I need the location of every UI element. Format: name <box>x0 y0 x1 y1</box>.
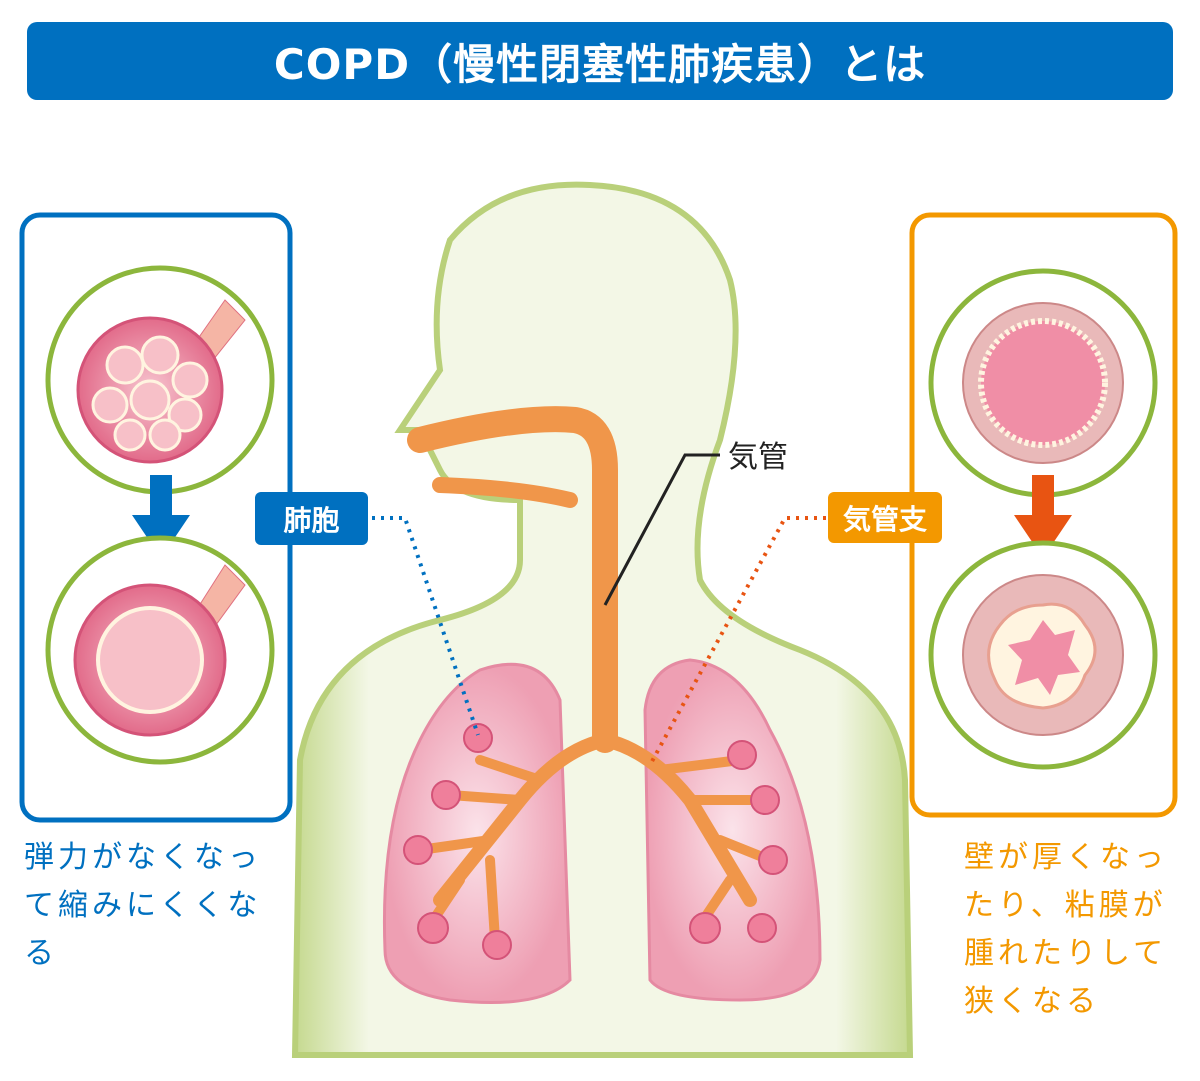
right-lung <box>643 658 822 1002</box>
caption-line: 狭くなる <box>964 984 1100 1019</box>
alveoli-caption: 弾力がなくなっ て縮みにくくな る <box>24 834 262 978</box>
caption-line: 弾力がなくなっ <box>24 840 262 875</box>
healthy-alveoli-icon <box>76 299 246 464</box>
down-arrow-icon <box>1014 475 1072 558</box>
caption-line: る <box>24 936 58 971</box>
down-arrow-icon <box>132 475 190 558</box>
damaged-alveoli-icon <box>73 564 246 737</box>
caption-line: 腫れたりして <box>964 936 1168 971</box>
alveoli-clusters <box>403 723 788 960</box>
alveoli-label: 肺胞 <box>255 492 368 545</box>
bronchi-caption: 壁が厚くなっ たり、粘膜が 腫れたりして 狭くなる <box>964 834 1168 1026</box>
healthy-bronchus-lumen <box>978 318 1108 448</box>
caption-line: たり、粘膜が <box>964 888 1167 923</box>
trachea-leader <box>603 453 720 606</box>
narrowed-bronchus-core <box>1008 620 1080 695</box>
page-title: COPD（慢性閉塞性肺疾患）とは <box>273 39 927 89</box>
trachea-label: 気管 <box>728 440 788 475</box>
bronchi-label: 気管支 <box>828 492 942 543</box>
caption-line: 壁が厚くなっ <box>964 840 1168 875</box>
caption-line: て縮みにくくな <box>24 888 262 923</box>
alveoli-leader <box>372 516 480 736</box>
title-banner: COPD（慢性閉塞性肺疾患）とは <box>27 22 1173 100</box>
airway <box>407 406 775 945</box>
